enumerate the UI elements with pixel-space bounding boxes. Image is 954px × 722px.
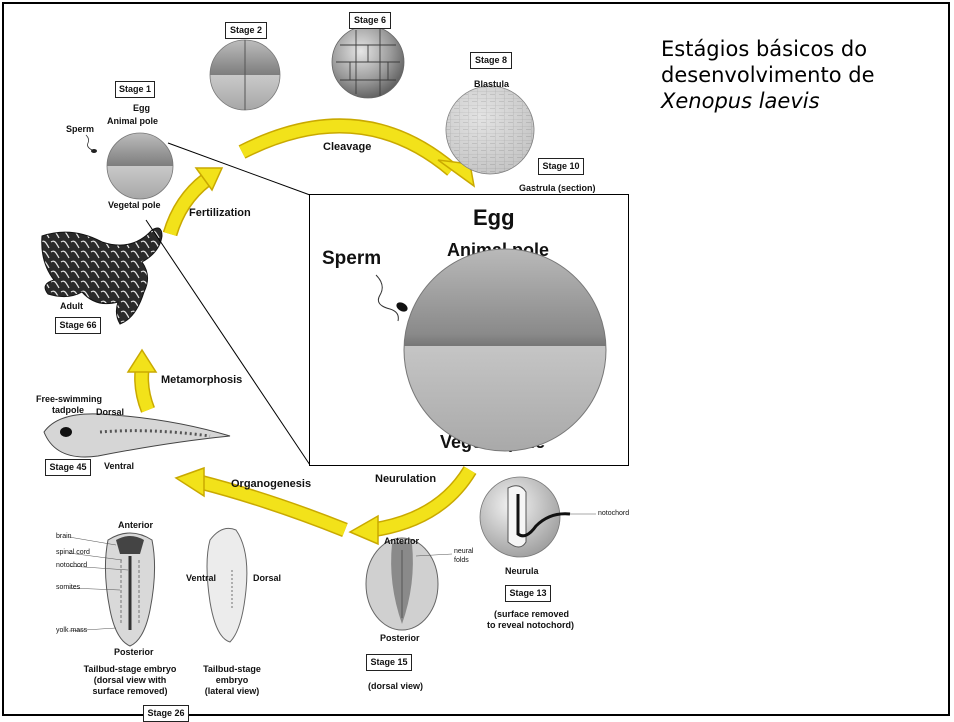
stage2-embryo — [210, 40, 280, 110]
label-tailbud-anterior: Anterior — [118, 520, 153, 530]
label-tailbud-lateral-1: Tailbud-stage — [192, 664, 272, 674]
label-egg: Egg — [133, 103, 150, 113]
stage8-blastula — [446, 86, 534, 174]
label-somites: somites — [56, 584, 80, 591]
stage26-box: Stage 26 — [143, 705, 189, 722]
label-neural-folds-2: folds — [454, 557, 469, 564]
label-sperm: Sperm — [66, 124, 94, 134]
stage1-sperm-icon — [86, 135, 97, 153]
label-tadpole-1: Free-swimming — [36, 394, 102, 404]
tailbud-lateral-embryo — [207, 528, 247, 642]
label-tailbud-dorsal-1: Tailbud-stage embryo — [78, 664, 182, 674]
label-tadpole-ventral: Ventral — [104, 461, 134, 471]
label-animal-pole: Animal pole — [107, 116, 158, 126]
label-tadpole-2: tadpole — [52, 405, 84, 415]
label-lateral-ventral: Ventral — [186, 573, 216, 583]
label-lateral-dorsal: Dorsal — [253, 573, 281, 583]
cleavage-arrow — [242, 126, 474, 186]
label-brain: brain — [56, 533, 72, 540]
label-vegetal-pole: Vegetal pole — [108, 200, 161, 210]
label-tailbud-lateral-3: (lateral view) — [192, 686, 272, 696]
stage6-box: Stage 6 — [349, 12, 391, 29]
label-notochord-stage13: notochord — [598, 510, 629, 517]
label-adult: Adult — [60, 301, 83, 311]
tadpole — [44, 414, 230, 457]
stage2-box: Stage 2 — [225, 22, 267, 39]
label-tailbud-dorsal-3: surface removed) — [78, 686, 182, 696]
label-tailbud-dorsal-2: (dorsal view with — [78, 675, 182, 685]
label-tadpole-dorsal: Dorsal — [96, 407, 124, 417]
stage15-box: Stage 15 — [366, 654, 412, 671]
stage6-embryo — [332, 26, 404, 98]
label-gastrula: Gastrula (section) — [519, 183, 596, 193]
label-fertilization: Fertilization — [189, 207, 251, 219]
stage10-box: Stage 10 — [538, 158, 584, 175]
stage13-neurula — [480, 477, 596, 557]
label-organogenesis: Organogenesis — [231, 478, 311, 490]
stage1-box: Stage 1 — [115, 81, 155, 98]
label-neural-folds-1: neural — [454, 548, 473, 555]
label-neurulation: Neurulation — [375, 473, 436, 485]
label-stage15-posterior: Posterior — [380, 633, 420, 643]
egg-zoom-inset: Egg Animal pole Sperm Vegetal pole — [309, 194, 629, 466]
stage8-box: Stage 8 — [470, 52, 512, 69]
label-metamorphosis: Metamorphosis — [161, 374, 242, 386]
stage13-box: Stage 13 — [505, 585, 551, 602]
label-stage13-note-1: (surface removed — [494, 609, 566, 619]
fertilization-arrow — [170, 168, 222, 234]
inset-egg-drawing — [310, 195, 630, 467]
label-yolk-mass: yolk mass — [56, 627, 87, 634]
stage66-box: Stage 66 — [55, 317, 101, 334]
stage15-embryo — [366, 538, 452, 630]
label-tailbud-lateral-2: embryo — [192, 675, 272, 685]
label-notochord-tailbud: notochord — [56, 562, 87, 569]
inset-egg-sphere — [404, 249, 606, 451]
label-blastula: Blastula — [474, 79, 509, 89]
stage45-box: Stage 45 — [45, 459, 91, 476]
label-dorsal-view: (dorsal view) — [368, 681, 423, 691]
metamorphosis-arrow — [128, 350, 156, 410]
label-neurula: Neurula — [505, 566, 539, 576]
stage1-egg — [107, 133, 173, 199]
label-spinal-cord: spinal cord — [56, 549, 90, 556]
label-cleavage: Cleavage — [323, 141, 371, 153]
label-stage13-note-2: to reveal notochord) — [487, 620, 573, 630]
inset-sperm-icon — [376, 275, 409, 321]
label-tailbud-posterior: Posterior — [114, 647, 154, 657]
label-stage15-anterior: Anterior — [384, 536, 419, 546]
